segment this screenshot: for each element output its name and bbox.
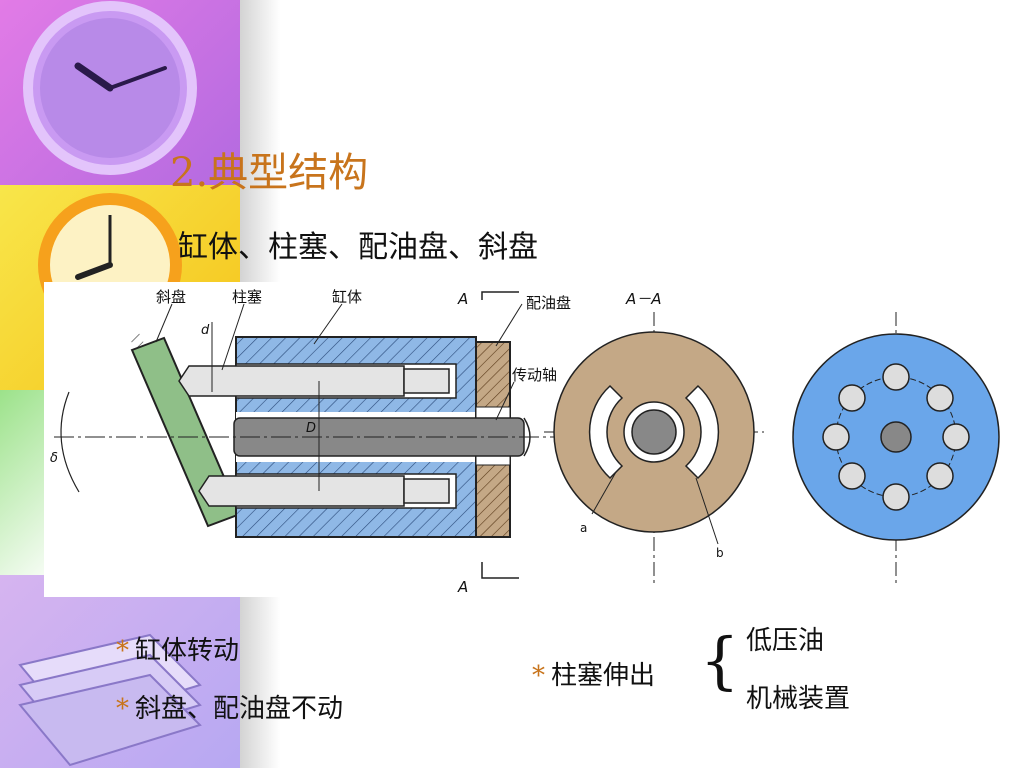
bullet-text: 缸体转动: [135, 636, 240, 666]
bullet-text: 柱塞伸出: [551, 661, 656, 691]
bullet-text: 斜盘、配油盘不动: [135, 694, 344, 724]
label-port-b: b: [716, 546, 724, 560]
label-section-a-bottom: A: [457, 578, 468, 596]
label-drive-shaft: 传动轴: [512, 366, 557, 384]
bullet-cylinder-rotates: *缸体转动: [116, 630, 239, 667]
pump-diagram-svg: 斜盘 柱塞 缸体 A 配油盘 A－A 传动轴 A d D δ a b: [50, 288, 1000, 596]
label-cylinder: 缸体: [332, 288, 362, 306]
bullet-star-icon: *: [116, 694, 129, 724]
bullet-plates-fixed: *斜盘、配油盘不动: [116, 688, 343, 725]
bullet-plunger-extends: *柱塞伸出: [532, 655, 655, 692]
label-swashplate: 斜盘: [156, 288, 186, 306]
label-d-small: d: [201, 323, 210, 338]
axial-piston-pump-diagram: 斜盘 柱塞 缸体 A 配油盘 A－A 传动轴 A d D δ a b: [44, 282, 1004, 597]
curly-brace: {: [700, 624, 740, 697]
books-panel: [0, 575, 240, 768]
label-section-view: A－A: [625, 290, 662, 308]
label-port-a: a: [580, 521, 587, 535]
purple-clock-panel: [0, 0, 240, 185]
label-delta: δ: [50, 451, 58, 466]
label-plunger: 柱塞: [232, 288, 262, 306]
bullet-star-icon: *: [532, 661, 545, 691]
books-icon: [18, 633, 202, 767]
slide-title: 2.典型结构: [170, 150, 369, 196]
slide-subtitle: 缸体、柱塞、配油盘、斜盘: [178, 230, 538, 265]
label-section-a-top: A: [457, 290, 468, 308]
option-mechanical-device: 机械装置: [746, 684, 851, 714]
clock-icon: [23, 1, 197, 175]
valve-plate-face-view: a b: [544, 312, 764, 587]
option-low-pressure-oil: 低压油: [746, 626, 825, 656]
cylinder-rotor-face-view: [792, 312, 1000, 587]
bullet-star-icon: *: [116, 636, 129, 666]
label-d-big: D: [306, 421, 316, 436]
label-valve-plate: 配油盘: [526, 294, 571, 312]
plunger-top: [178, 365, 450, 397]
plunger-bottom: [198, 475, 450, 507]
